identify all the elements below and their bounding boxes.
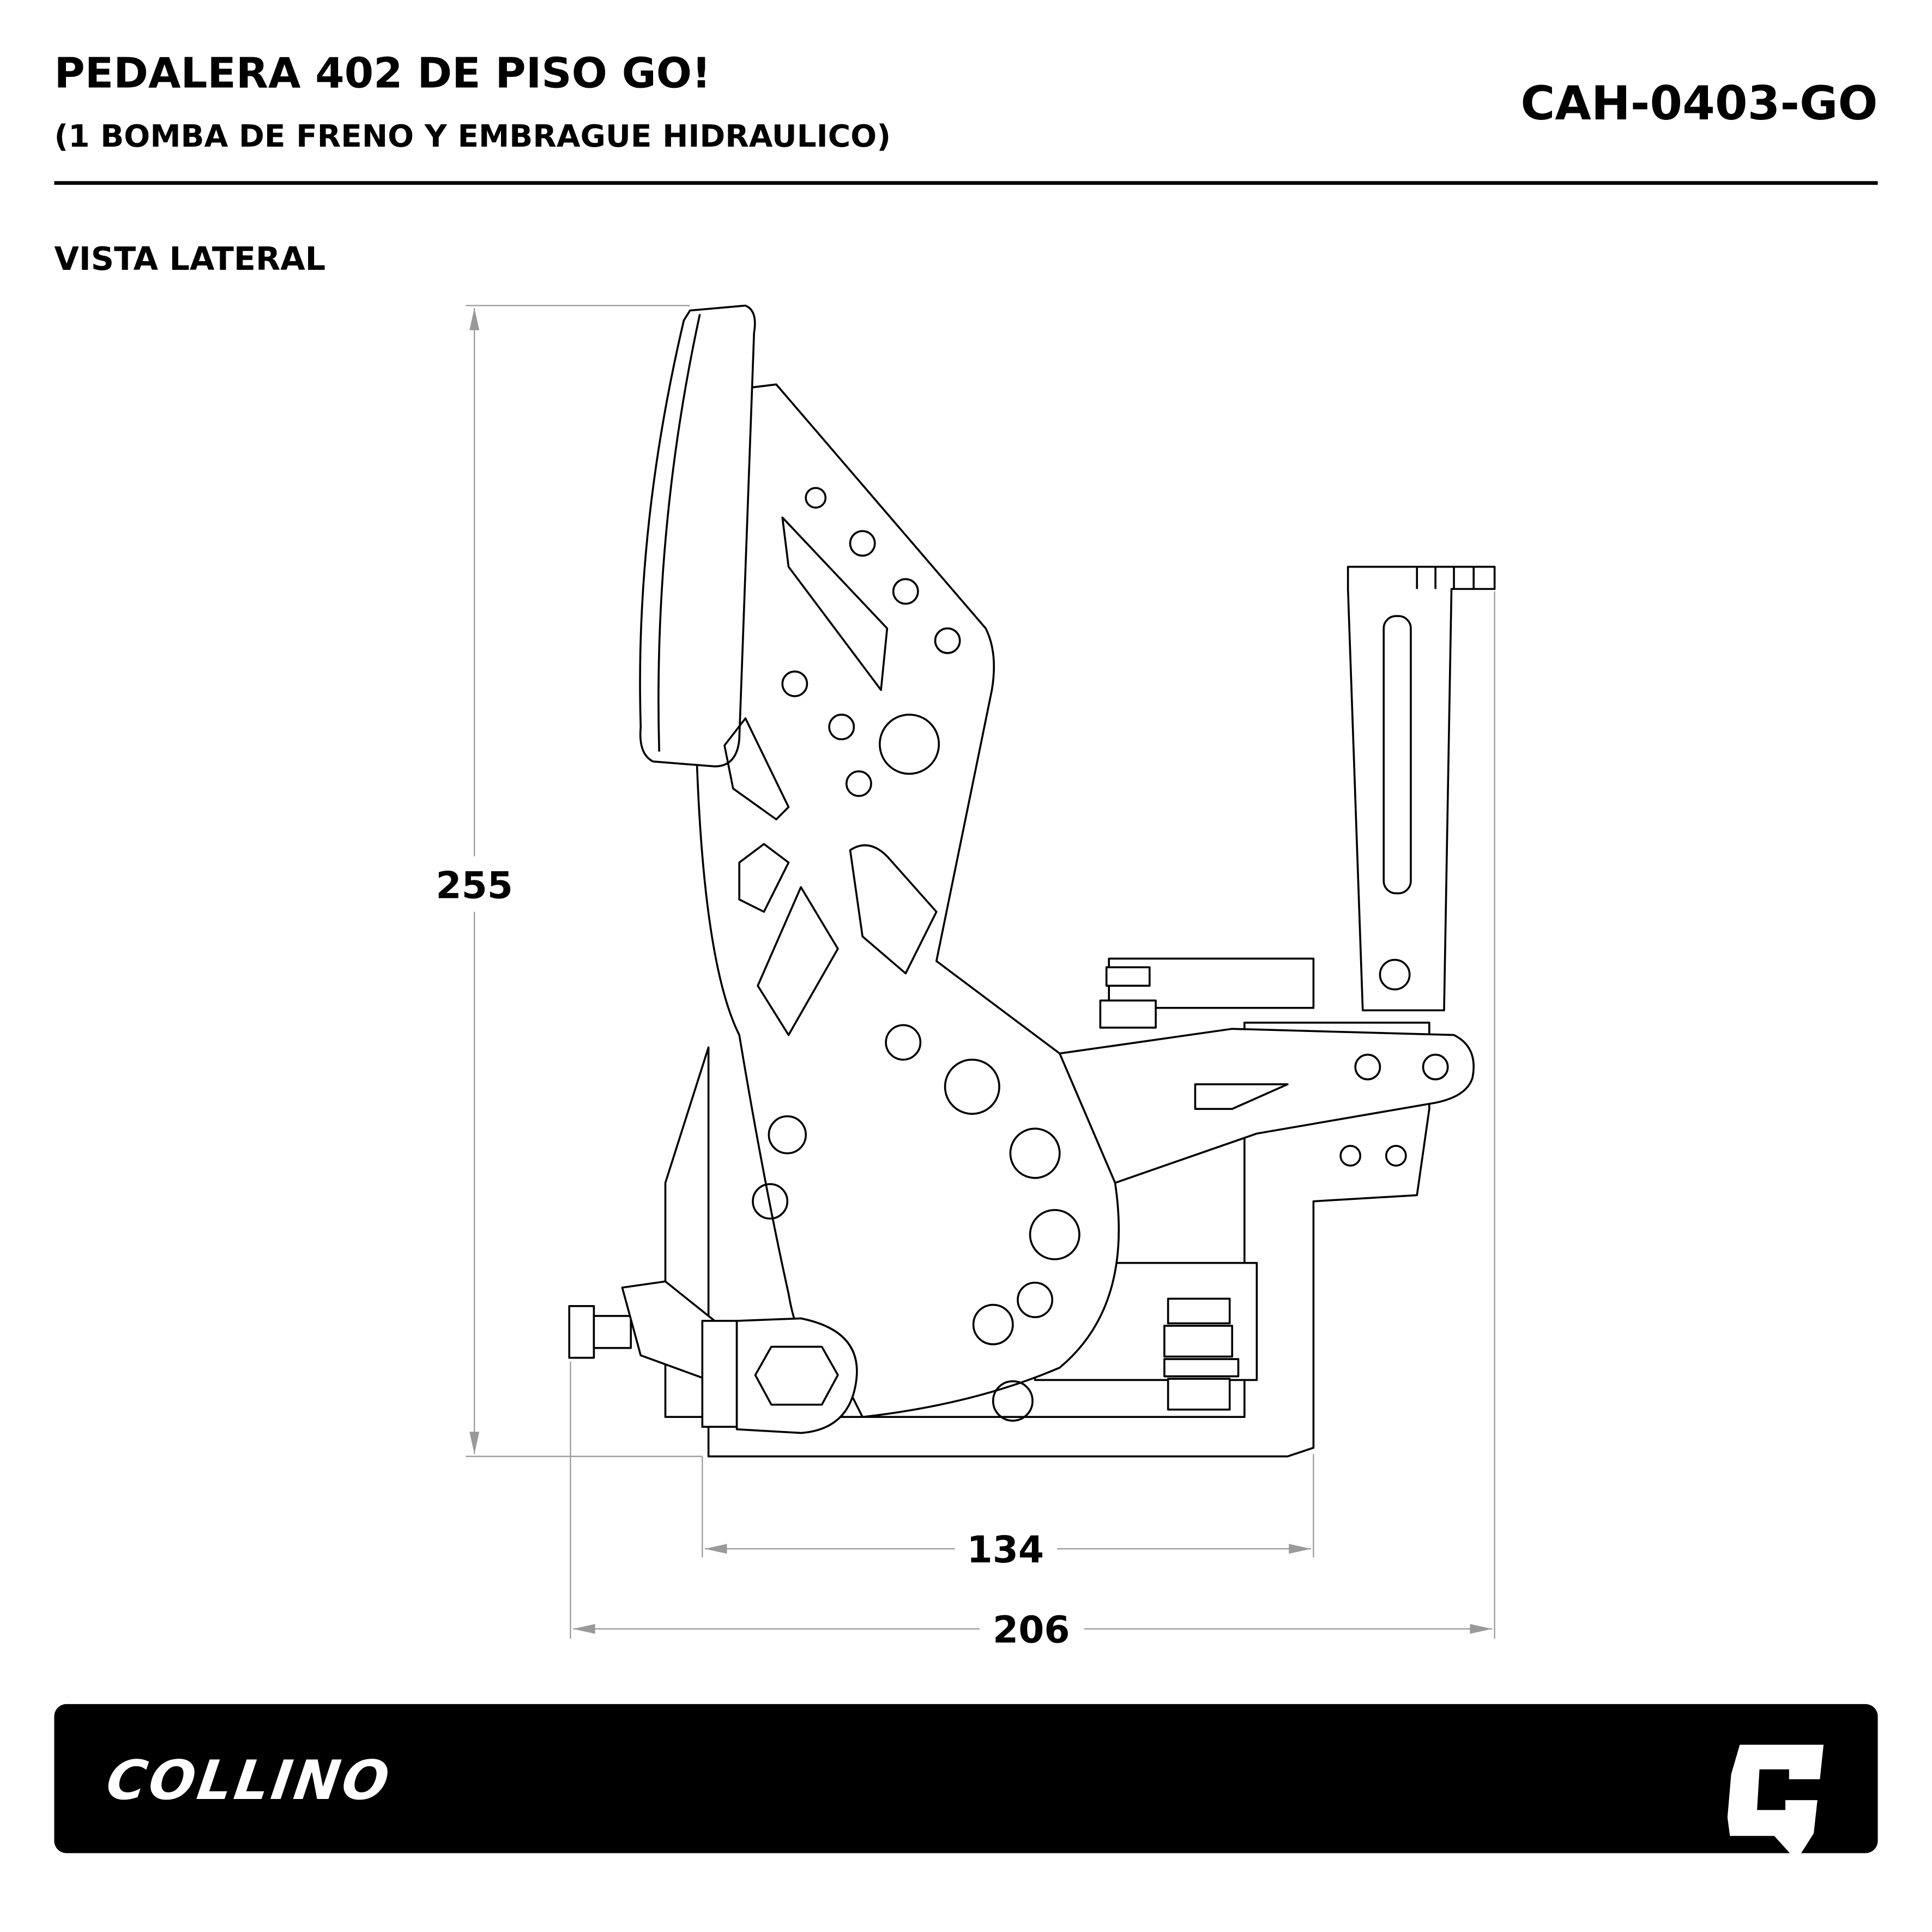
brand-mark-icon xyxy=(1727,1744,1824,1861)
dimension-height: 255 xyxy=(436,305,703,1457)
header-divider xyxy=(54,181,1878,185)
page-title: PEDALERA 402 DE PISO GO! xyxy=(54,49,711,98)
dimension-height-label: 255 xyxy=(436,864,513,907)
view-label: VISTA LATERAL xyxy=(54,240,325,277)
dimension-base-width-label: 134 xyxy=(967,1528,1045,1571)
dimension-total-width: 206 xyxy=(570,591,1495,1651)
footer-bar: COLLINO xyxy=(54,1704,1878,1861)
pedal-assembly-drawing xyxy=(568,304,1496,1458)
dimension-total-width-label: 206 xyxy=(993,1608,1070,1651)
dimension-base-width: 134 xyxy=(702,1454,1314,1571)
page-subtitle: (1 BOMBA DE FRENO Y EMBRAGUE HIDRAULICO) xyxy=(54,119,891,154)
brand-logo: COLLINO xyxy=(102,1748,395,1812)
product-code: CAH-0403-GO xyxy=(1520,76,1877,131)
